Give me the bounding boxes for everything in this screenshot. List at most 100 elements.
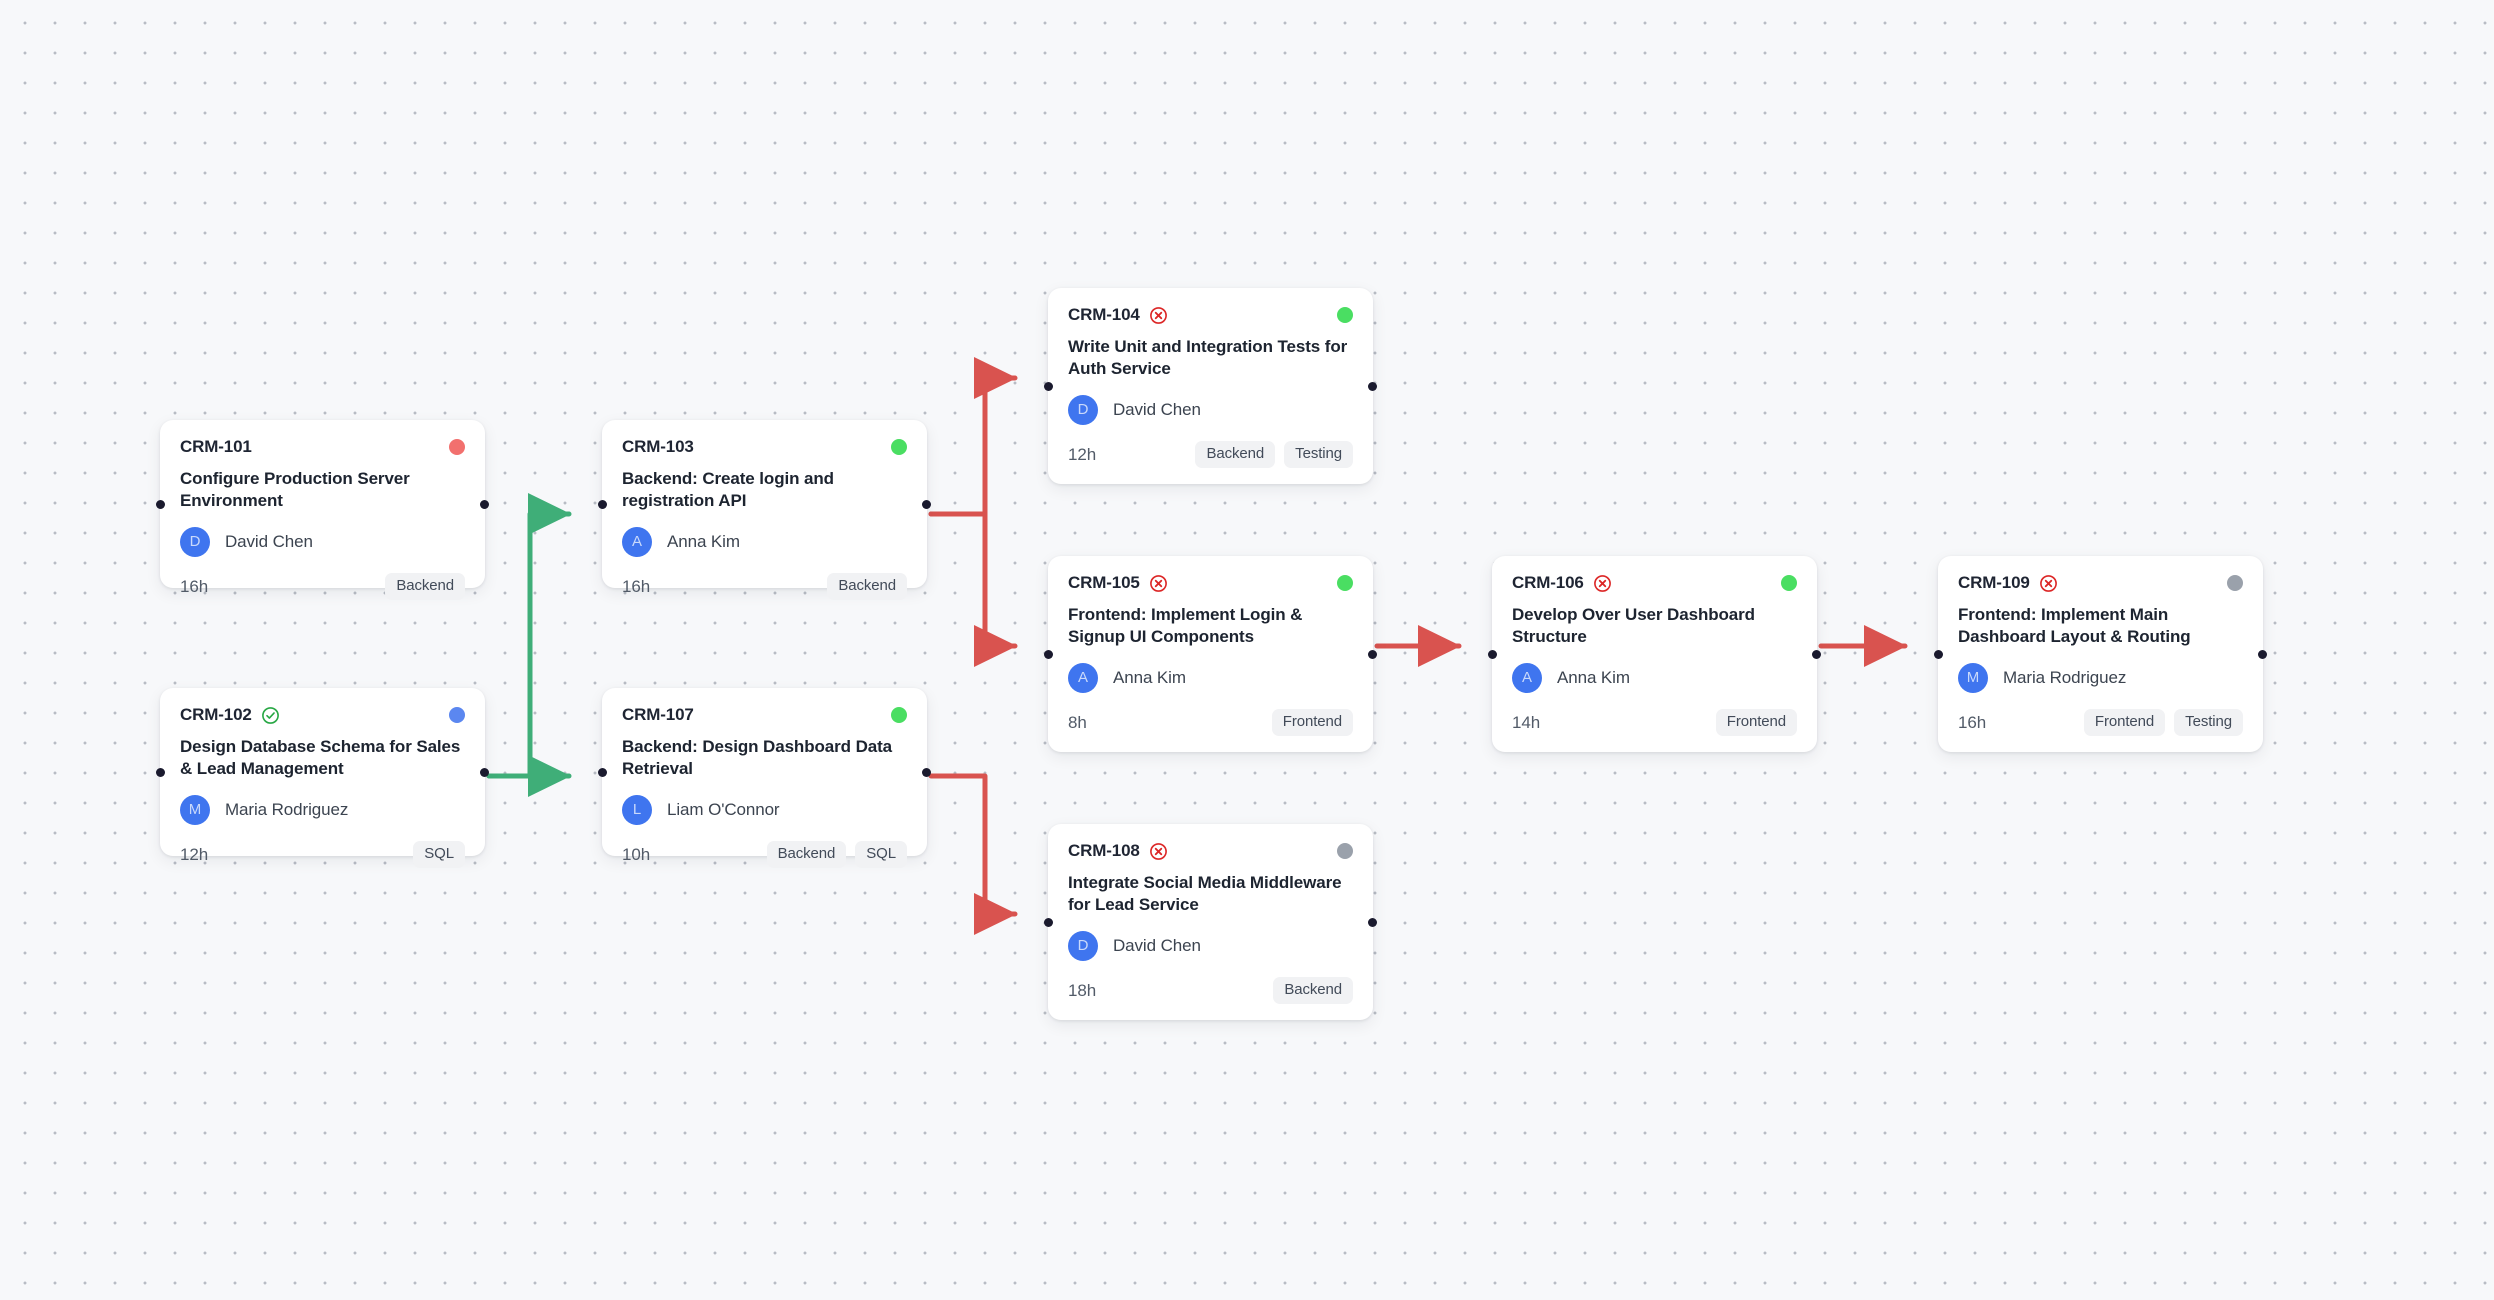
tag-pill: Frontend — [2083, 708, 2166, 737]
tag-pill: Testing — [1284, 440, 1353, 469]
assignee-row: M Maria Rodriguez — [180, 794, 465, 825]
edge-crm107-crm108 — [928, 773, 1018, 935]
avatar: D — [180, 526, 210, 557]
task-id: CRM-106 — [1512, 573, 1584, 592]
handle-right-crm-101[interactable] — [480, 499, 489, 509]
avatar: D — [1068, 930, 1098, 961]
task-id: CRM-107 — [622, 705, 694, 724]
x-circle-icon — [1593, 574, 1612, 593]
handle-left-crm-105[interactable] — [1044, 649, 1053, 659]
tag-pill: Backend — [766, 840, 847, 869]
handle-right-crm-102[interactable] — [480, 767, 489, 777]
task-title: Design Database Schema for Sales & Lead … — [180, 737, 461, 779]
status-dot — [449, 707, 465, 723]
estimate-hours: 12h — [180, 844, 209, 864]
status-dot — [1781, 575, 1797, 591]
tag-pill: Frontend — [1271, 708, 1353, 737]
handle-left-crm-108[interactable] — [1044, 917, 1053, 927]
card-header: CRM-106 — [1512, 573, 1797, 593]
tag-pill: Backend — [827, 572, 907, 601]
x-circle-icon — [2039, 574, 2058, 593]
tag-list: Backend SQL — [766, 840, 907, 869]
tag-pill: Testing — [2174, 708, 2243, 737]
tag-pill: SQL — [855, 840, 907, 869]
avatar: A — [1512, 662, 1542, 693]
card-header: CRM-103 — [622, 437, 907, 457]
tag-list: Frontend — [1715, 708, 1797, 737]
edge-crm103-crm105 — [928, 511, 1018, 667]
card-header: CRM-102 — [180, 705, 465, 725]
handle-left-crm-101[interactable] — [156, 499, 165, 509]
card-header: CRM-108 — [1068, 841, 1353, 861]
status-dot — [891, 439, 907, 455]
handle-right-crm-104[interactable] — [1368, 381, 1377, 391]
status-dot — [449, 439, 465, 455]
task-id: CRM-103 — [622, 437, 694, 456]
handle-left-crm-107[interactable] — [598, 767, 607, 777]
card-header: CRM-107 — [622, 705, 907, 725]
estimate-hours: 14h — [1512, 712, 1541, 732]
handle-left-crm-109[interactable] — [1934, 649, 1943, 659]
x-circle-icon — [1149, 842, 1168, 861]
task-id: CRM-108 — [1068, 841, 1140, 860]
task-title: Develop Over User Dashboard Structure — [1512, 605, 1755, 647]
x-circle-icon — [1149, 574, 1168, 593]
handle-left-crm-102[interactable] — [156, 767, 165, 777]
tag-pill: Frontend — [1715, 708, 1797, 737]
card-footer: 10h Backend SQL — [622, 840, 907, 869]
handle-left-crm-104[interactable] — [1044, 381, 1053, 391]
estimate-hours: 16h — [622, 576, 651, 596]
task-id: CRM-109 — [1958, 573, 2030, 592]
status-dot — [891, 707, 907, 723]
avatar: M — [180, 794, 210, 825]
task-title: Frontend: Implement Main Dashboard Layou… — [1958, 605, 2191, 647]
handle-right-crm-105[interactable] — [1368, 649, 1377, 659]
tag-list: Backend — [827, 572, 907, 601]
card-header: CRM-104 — [1068, 305, 1353, 325]
tag-list: SQL — [413, 840, 465, 869]
handle-right-crm-107[interactable] — [922, 767, 931, 777]
assignee-name: Maria Rodriguez — [2003, 667, 2127, 687]
handle-right-crm-109[interactable] — [2258, 649, 2267, 659]
tag-list: Backend — [1273, 976, 1353, 1005]
handle-left-crm-103[interactable] — [598, 499, 607, 509]
handle-left-crm-106[interactable] — [1488, 649, 1497, 659]
estimate-hours: 10h — [622, 844, 651, 864]
tag-list: Frontend — [1271, 708, 1353, 737]
card-footer: 16h Backend — [622, 572, 907, 601]
avatar: M — [1958, 662, 1988, 693]
handle-right-crm-103[interactable] — [922, 499, 931, 509]
avatar: A — [622, 526, 652, 557]
card-footer: 14h Frontend — [1512, 708, 1797, 737]
tag-pill: Backend — [385, 572, 465, 601]
assignee-name: David Chen — [225, 531, 313, 551]
task-title: Backend: Design Dashboard Data Retrieval — [622, 737, 893, 779]
task-id: CRM-102 — [180, 705, 252, 724]
card-header: CRM-105 — [1068, 573, 1353, 593]
card-footer: 16h Frontend Testing — [1958, 708, 2243, 737]
estimate-hours: 18h — [1068, 980, 1097, 1000]
card-header: CRM-109 — [1958, 573, 2243, 593]
card-footer: 18h Backend — [1068, 976, 1353, 1005]
status-dot — [1337, 575, 1353, 591]
status-dot — [2227, 575, 2243, 591]
handle-right-crm-106[interactable] — [1812, 649, 1821, 659]
assignee-name: Maria Rodriguez — [225, 799, 349, 819]
estimate-hours: 16h — [1958, 712, 1987, 732]
avatar: L — [622, 794, 652, 825]
handle-right-crm-108[interactable] — [1368, 917, 1377, 927]
